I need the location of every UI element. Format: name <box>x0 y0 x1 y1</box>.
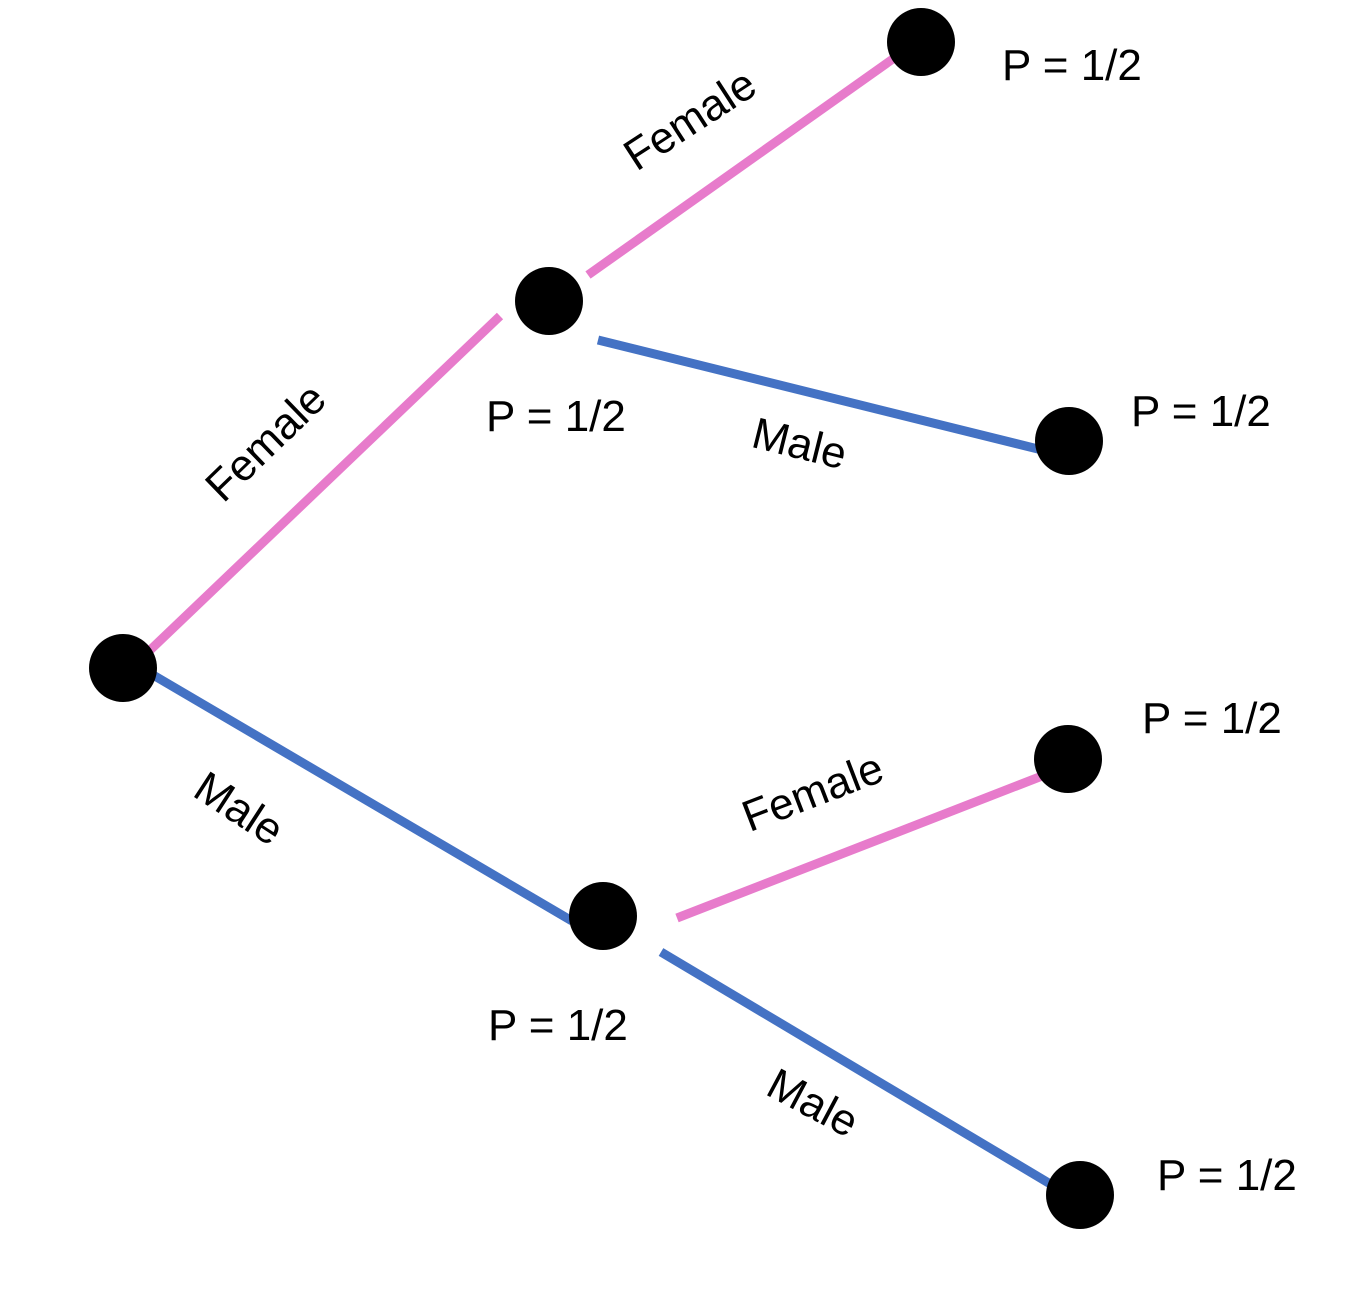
probability-leaf-male-male: P = 1/2 <box>1157 1151 1297 1200</box>
leaf-node-female-female <box>887 8 955 76</box>
probability-node-male: P = 1/2 <box>488 1001 628 1050</box>
leaf-node-male-male <box>1046 1161 1114 1229</box>
edge-label-male-male: Male <box>759 1059 866 1147</box>
root-node <box>89 634 157 702</box>
edge-male-male <box>658 948 1055 1189</box>
leaf-node-female-male <box>1035 407 1103 475</box>
edge-label-root-male: Male <box>186 762 293 855</box>
probability-node-female: P = 1/2 <box>486 392 626 441</box>
probability-leaf-female-male: P = 1/2 <box>1131 387 1271 436</box>
node-female <box>515 267 583 335</box>
probability-leaf-female-female: P = 1/2 <box>1002 41 1142 90</box>
edge-female-female <box>585 52 900 279</box>
edge-male-female <box>675 771 1044 923</box>
edge-root-male <box>145 668 575 925</box>
node-male <box>569 882 637 950</box>
leaf-node-male-female <box>1034 725 1102 793</box>
edge-label-female-male: Male <box>747 409 851 480</box>
probability-leaf-male-female: P = 1/2 <box>1142 694 1282 743</box>
edge-root-female <box>141 312 504 659</box>
edge-label-male-female: Female <box>736 743 891 841</box>
edge-female-male <box>596 335 1044 455</box>
